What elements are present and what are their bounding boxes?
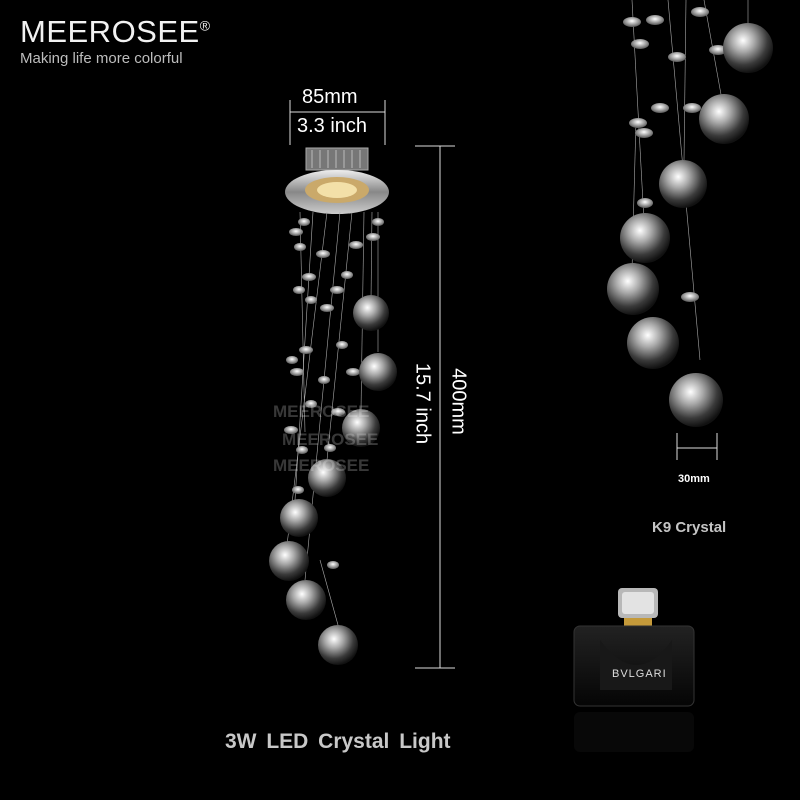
width-mm-label: 85mm: [302, 86, 358, 108]
crystal-beads: [284, 218, 384, 569]
ceiling-fixture: [285, 147, 389, 214]
ball-size-label: 30mm: [678, 473, 710, 485]
product-caption: 3W LED Crystal Light: [225, 730, 451, 753]
height-dimension-line: [415, 145, 455, 669]
brand-logo: MEEROSEE®: [20, 14, 211, 50]
watermark: MEEROSEE: [273, 402, 370, 421]
width-dimension-lines: [289, 100, 386, 145]
detail-crystal-balls: [607, 23, 773, 427]
brand-tagline: Making life more colorful: [20, 50, 183, 67]
crystal-balls: [269, 295, 397, 665]
crystal-type-label: K9 Crystal: [652, 519, 727, 536]
perfume-bottle: [573, 588, 695, 752]
ball-size-dimension-lines: [676, 433, 718, 460]
watermark: MEEROSEE: [273, 456, 370, 475]
watermark: MEEROSEE: [282, 430, 379, 449]
perfume-brand-label: BVLGARI: [612, 668, 667, 680]
width-inch-label: 3.3 inch: [297, 115, 368, 137]
detail-beads: [623, 7, 727, 302]
brand-name: MEEROSEE: [20, 14, 200, 49]
height-inch-label: 15.7 inch: [411, 362, 434, 445]
registered-mark: ®: [199, 17, 211, 34]
height-mm-label: 400mm: [447, 368, 470, 435]
